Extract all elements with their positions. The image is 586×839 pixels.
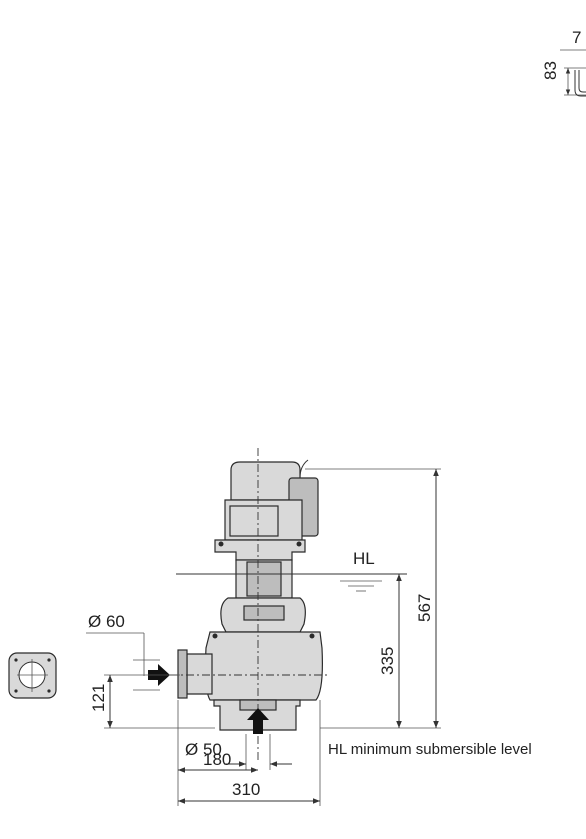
total-height-label: 567: [415, 594, 434, 622]
inlet-diameter-label: Ø 50: [185, 740, 222, 759]
pump-motor-window: [229, 505, 279, 537]
pump-seal-plate: [243, 605, 285, 621]
outlet-diameter-label: Ø 60: [88, 612, 125, 631]
flange-icon: [8, 652, 57, 699]
pump-shaft-housing: [246, 561, 282, 597]
hl-label: HL: [353, 549, 375, 568]
top-width-label: 7: [572, 28, 581, 47]
width-180-label: 180: [203, 750, 231, 769]
u-bracket-icon: [574, 70, 586, 97]
hl-note-label: HL minimum submersible level: [328, 741, 532, 758]
arrow-up-icon: [247, 708, 269, 734]
pump-outlet-flange: [177, 649, 188, 699]
width-310-label: 310: [232, 780, 260, 799]
pump-flange-ring: [214, 539, 306, 561]
pump-outlet-pipe: [186, 653, 213, 695]
hl-height-label: 335: [378, 647, 397, 675]
pump-volute: [204, 631, 323, 701]
top-height-label: 83: [541, 61, 560, 80]
outlet-height-label: 121: [89, 684, 108, 712]
pump-motor-top: [230, 461, 301, 501]
pump-body: [177, 459, 323, 731]
top-detail-group: 7 83: [541, 28, 586, 97]
pump-cable: [299, 459, 309, 479]
